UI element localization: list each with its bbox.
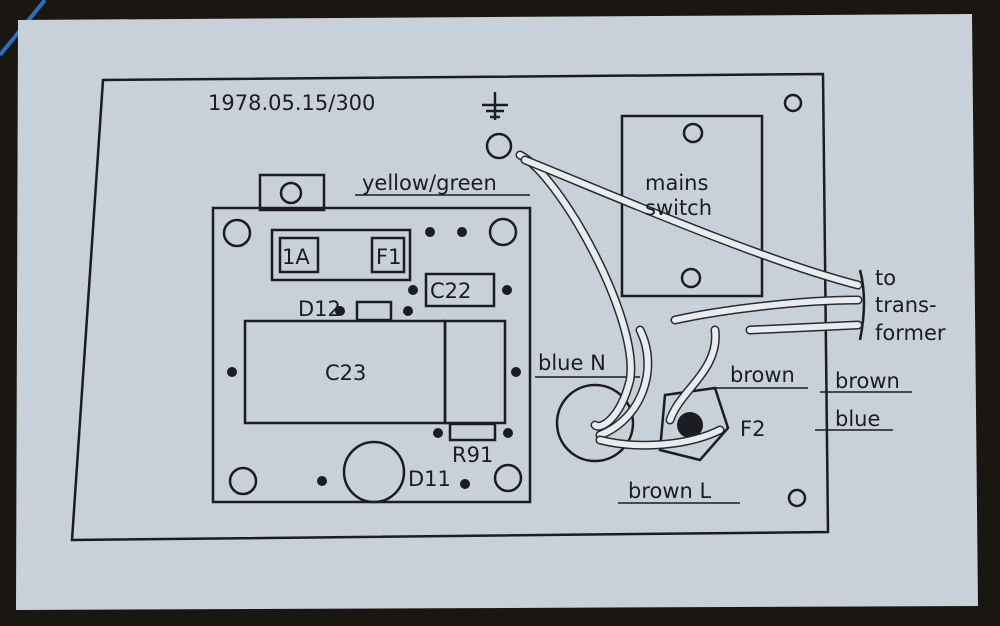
- outer-housing-outline: [70, 72, 830, 542]
- neutral-wire-label: blue N: [538, 351, 606, 375]
- fuse1-label: F1: [376, 245, 401, 269]
- screw: [488, 217, 518, 247]
- wires: [515, 150, 863, 450]
- diode-d11-body: [342, 440, 406, 504]
- transformer-bracket: [858, 269, 866, 341]
- live-wire-label: brown L: [628, 479, 712, 503]
- fuse-cap: [370, 236, 406, 274]
- screw: [279, 181, 303, 205]
- transformer-label-3: former: [875, 321, 946, 345]
- earth-wire-label: yellow/green: [362, 171, 497, 195]
- screw: [228, 466, 258, 496]
- fuse-cap: [278, 236, 320, 274]
- fuse-holder-f1: [270, 228, 412, 282]
- screw: [222, 218, 252, 248]
- c22-label: C22: [430, 279, 471, 303]
- d12-label: D12: [298, 297, 341, 321]
- neutral-grommet: [555, 383, 635, 463]
- f2-label: F2: [740, 417, 765, 441]
- mount-hole: [680, 267, 702, 289]
- c23-label: C23: [325, 361, 366, 385]
- capacitor-c22: [424, 272, 496, 308]
- transformer-label-1: to: [875, 266, 896, 290]
- brown-wire-label-1: brown: [730, 363, 795, 387]
- mains-switch-box: [620, 114, 764, 298]
- fuse-clip: [258, 173, 326, 212]
- date-code: 1978.05.15/300: [208, 91, 375, 115]
- blue-wire-label: blue: [835, 407, 880, 431]
- brown-wire-label-2: brown: [835, 369, 900, 393]
- mount-hole: [682, 122, 704, 144]
- d11-label: D11: [408, 467, 451, 491]
- r91-label: R91: [452, 443, 493, 467]
- resistor-r91: [448, 422, 497, 442]
- paper-label: [16, 14, 978, 610]
- screw: [493, 463, 523, 493]
- fuse1-rating: 1A: [282, 245, 310, 269]
- transformer-label-2: trans-: [875, 293, 937, 317]
- mount-hole: [787, 488, 807, 508]
- earth-screw: [485, 132, 513, 160]
- mount-hole: [783, 93, 803, 113]
- switch-label-1: mains: [645, 171, 708, 195]
- switch-label-2: switch: [645, 196, 712, 220]
